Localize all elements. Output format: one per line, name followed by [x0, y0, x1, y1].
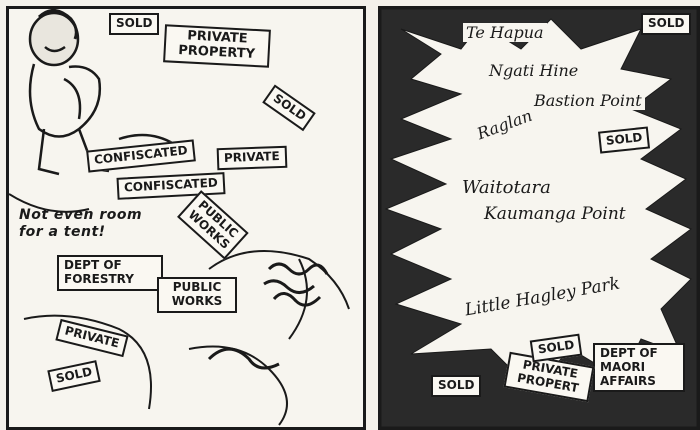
- place-name: Te Hapua: [463, 23, 547, 42]
- left-comic-panel: SOLD PRIVATE PROPERTY SOLD CONFISCATED P…: [6, 6, 366, 430]
- sold-sign: SOLD: [109, 13, 160, 35]
- sold-sign: SOLD: [641, 13, 692, 35]
- place-name: Ngati Hine: [486, 61, 582, 80]
- dept-of-maori-affairs-sign: DEPT OF MAORI AFFAIRS: [593, 343, 685, 393]
- place-name: Bastion Point: [531, 91, 645, 110]
- private-sign: PRIVATE: [216, 145, 288, 171]
- private-property-sign: PRIVATE PROPERTY: [163, 24, 271, 68]
- tangled-figure-scribble: [207, 262, 329, 370]
- sold-sign: SOLD: [431, 375, 482, 397]
- place-name: Waitotara: [459, 177, 554, 198]
- right-comic-panel: Te Hapua Ngati Hine Bastion Point Raglan…: [378, 6, 700, 430]
- left-panel-drawing: [9, 9, 350, 426]
- public-works-sign: PUBLIC WORKS: [157, 277, 237, 313]
- dept-of-forestry-sign: DEPT OF FORESTRY: [57, 255, 163, 291]
- place-name: Kaumanga Point: [481, 204, 629, 224]
- speech-text: Not even room for a tent!: [19, 207, 143, 240]
